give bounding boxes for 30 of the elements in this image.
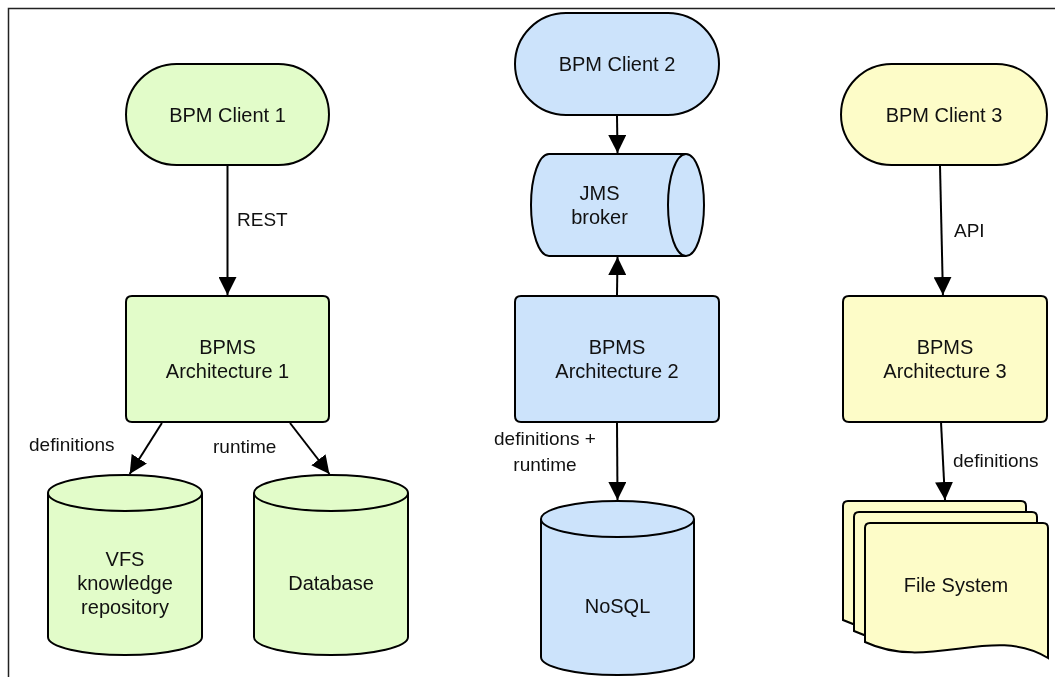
node-label: BPM Client 3	[885, 102, 1003, 127]
arrow	[289, 422, 331, 475]
node-label: BPM Client 2	[558, 52, 676, 76]
node-label: BPM Client 1	[169, 102, 286, 127]
node-label: NoSQL	[584, 594, 651, 618]
node-label: File System	[903, 573, 1009, 597]
node-label: VFS knowledge repository	[76, 547, 174, 619]
arrow	[218, 165, 237, 296]
arrow	[608, 422, 627, 501]
arrow	[933, 165, 952, 296]
arrow	[935, 422, 954, 501]
terminator-shape	[840, 63, 1048, 166]
process-box	[125, 295, 330, 423]
process-box	[514, 295, 720, 423]
database-cylinder	[540, 500, 695, 676]
process-box	[842, 295, 1048, 423]
node-label: BPMS Architecture 2	[554, 335, 680, 383]
arrow	[128, 422, 163, 475]
node-label: BPMS Architecture 3	[882, 335, 1008, 383]
terminator-shape	[125, 63, 330, 166]
document-stack	[842, 500, 1048, 658]
database-cylinder	[47, 474, 203, 656]
node-label: Database	[288, 571, 374, 595]
terminator-shape	[514, 12, 720, 116]
node-label: JMS broker	[570, 181, 629, 229]
database-cylinder	[253, 474, 409, 656]
arrow	[608, 115, 627, 154]
arrow	[608, 256, 627, 296]
node-label: BPMS Architecture 1	[164, 335, 291, 383]
queue-cylinder	[530, 153, 705, 257]
